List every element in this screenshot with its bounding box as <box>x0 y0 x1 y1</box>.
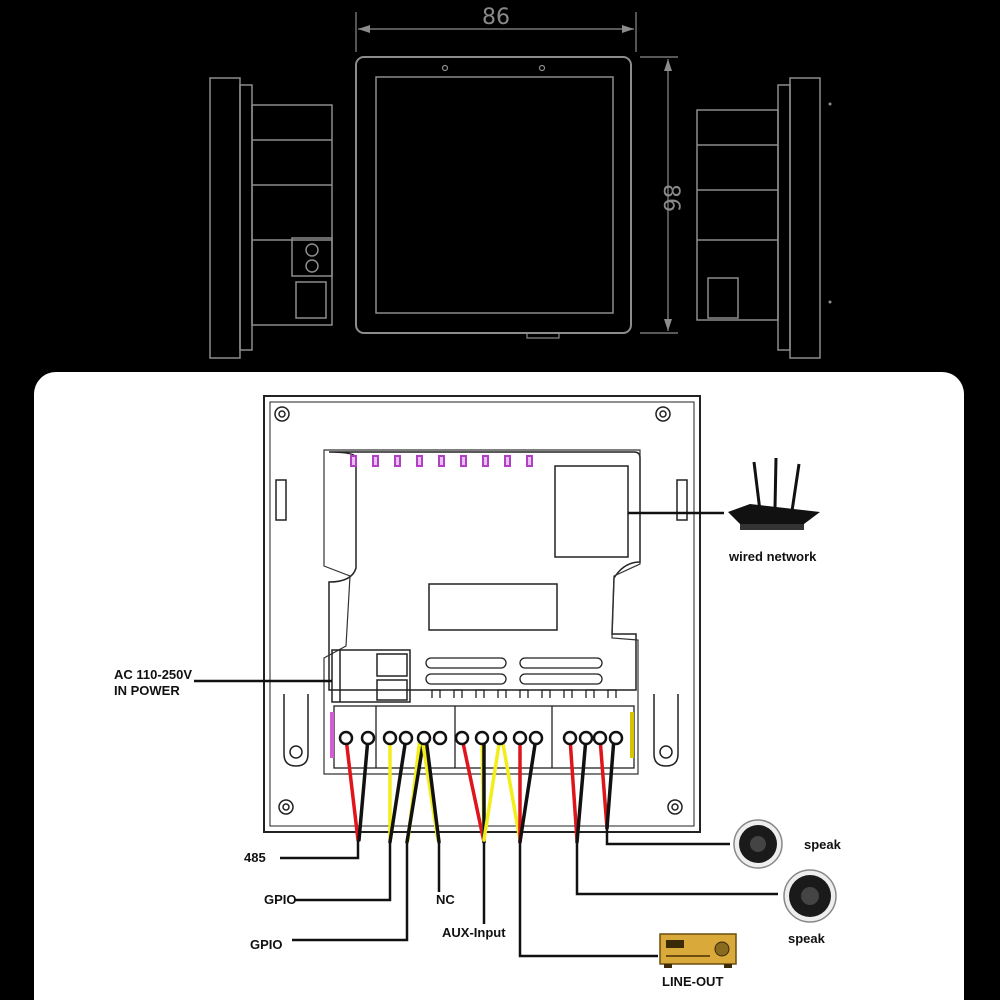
wire-lineout-black <box>518 736 538 844</box>
front-view <box>355 56 632 339</box>
nc-label: NC <box>436 892 455 907</box>
board-housing <box>328 451 641 691</box>
ethernet-port <box>554 465 629 558</box>
wire-lineout-yellow <box>500 736 522 842</box>
wire-speak2-red <box>598 736 609 830</box>
width-label: 86 <box>482 5 510 30</box>
wire-gpio1-black <box>388 736 408 844</box>
left-side-view <box>209 77 333 359</box>
power-terminal <box>331 649 411 703</box>
speak-label-1: speak <box>804 837 841 852</box>
line-out-label: LINE-OUT <box>662 974 724 989</box>
wires <box>344 736 616 844</box>
wire-speak2-black <box>605 736 616 830</box>
dimension-drawing: 86 86 <box>209 5 832 359</box>
height-label: 86 <box>658 184 683 212</box>
ac-power-label-line2: IN POWER <box>114 683 180 698</box>
speaker-icon <box>733 819 783 869</box>
right-side-view <box>696 77 821 359</box>
speaker-icon <box>783 869 837 923</box>
rs485-label: 485 <box>244 850 266 865</box>
router-icon <box>728 457 820 530</box>
screw-terminals <box>338 730 624 746</box>
wire-gpio-black <box>405 736 426 844</box>
top-pin-header <box>350 455 533 467</box>
wiring-diagram <box>194 395 837 968</box>
leader-lines <box>194 511 778 958</box>
amplifier-icon <box>659 933 737 968</box>
wire-485-black <box>357 736 370 842</box>
height-dimension <box>640 56 678 334</box>
aux-input-label: AUX-Input <box>442 925 506 940</box>
speak-label-2: speak <box>788 931 825 946</box>
wire-speak1-black <box>575 736 588 844</box>
wiring-diagram-panel: wired network AC 110-250V IN POWER 485 G… <box>34 372 964 1000</box>
chip <box>428 583 558 631</box>
wire-aux-red <box>460 736 486 844</box>
wire-nc-black <box>424 736 441 844</box>
width-dimension <box>355 12 637 52</box>
wire-485-red <box>344 736 360 842</box>
wire-aux-yellow2 <box>482 736 502 842</box>
gpio-label-2: GPIO <box>250 937 283 952</box>
wired-network-label: wired network <box>729 549 817 564</box>
gpio-label-1: GPIO <box>264 892 297 907</box>
wire-speak1-red <box>568 736 579 842</box>
corner-screw-holes <box>274 406 683 815</box>
side-slots <box>275 479 688 767</box>
ac-power-label-line1: AC 110-250V <box>114 667 193 682</box>
vent-slots <box>425 657 603 685</box>
